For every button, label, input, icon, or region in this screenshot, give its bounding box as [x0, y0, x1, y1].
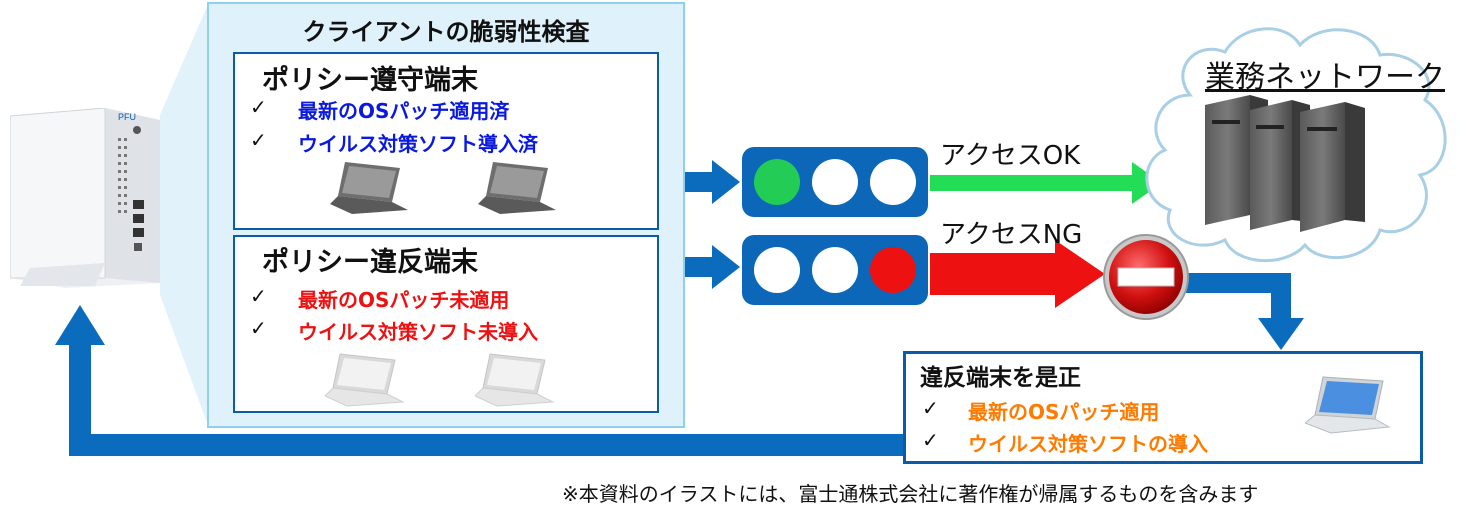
access-ok-arrow-shaft [930, 175, 1135, 191]
footnote: ※本資料のイラストには、富士通株式会社に著作権が帰属するものを含みます [562, 482, 1259, 506]
signal-lamp-green [754, 159, 800, 205]
violating-item-antivirus: ウイルス対策ソフト未導入 [298, 320, 538, 344]
compliant-title: ポリシー遵守端末 [262, 65, 478, 96]
access-ng-arrow-head [1055, 240, 1105, 308]
return-arrow-line [69, 340, 905, 456]
compliant-arrow-head [712, 160, 740, 204]
correction-item-os-patch: 最新のOSパッチ適用 [968, 400, 1160, 424]
correction-item-antivirus: ウイルス対策ソフトの導入 [968, 432, 1208, 456]
check-icon: ✓ [250, 95, 267, 119]
violating-item-os-patch: 最新のOSパッチ未適用 [298, 288, 510, 312]
traffic-signal-ok [742, 147, 928, 217]
access-ng-arrow-shaft [930, 253, 1060, 295]
access-ok-label: アクセスOK [940, 141, 1081, 171]
laptop-icon [330, 162, 408, 214]
check-icon: ✓ [922, 428, 939, 452]
appliance-brand-label: PFU [118, 112, 136, 122]
signal-lamp-off [754, 247, 800, 293]
no-entry-icon [1103, 234, 1189, 320]
laptop-icon [478, 162, 556, 214]
business-network-title: 業務ネットワーク [1205, 60, 1445, 95]
check-icon: ✓ [922, 396, 939, 420]
signal-lamp-off [812, 159, 858, 205]
laptop-icon [475, 353, 555, 407]
check-icon: ✓ [250, 316, 267, 340]
panel-title: クライアントの脆弱性検査 [302, 18, 590, 46]
server-icon [1205, 95, 1365, 232]
check-icon: ✓ [250, 284, 267, 308]
violating-terminal-box [233, 235, 659, 413]
violating-title: ポリシー違反端末 [262, 247, 478, 278]
signal-lamp-off [870, 159, 916, 205]
traffic-signal-ng [742, 235, 928, 305]
laptop-icon [1305, 376, 1390, 434]
return-arrow-head [55, 305, 105, 345]
check-icon: ✓ [250, 128, 267, 152]
correction-title: 違反端末を是正 [920, 365, 1081, 391]
compliant-item-os-patch: 最新のOSパッチ適用済 [298, 99, 510, 123]
compliant-terminal-box [233, 52, 659, 230]
access-ng-label: アクセスNG [940, 220, 1083, 250]
compliant-item-antivirus: ウイルス対策ソフト導入済 [298, 132, 538, 156]
correction-arrow-line [1185, 273, 1291, 320]
inspection-beam [160, 2, 209, 428]
violating-arrow-head [712, 245, 740, 289]
laptop-icon [325, 353, 405, 407]
signal-lamp-red [870, 247, 916, 293]
correction-arrow-head [1258, 318, 1304, 350]
signal-lamp-off [812, 247, 858, 293]
appliance-icon: PFU [10, 108, 160, 288]
